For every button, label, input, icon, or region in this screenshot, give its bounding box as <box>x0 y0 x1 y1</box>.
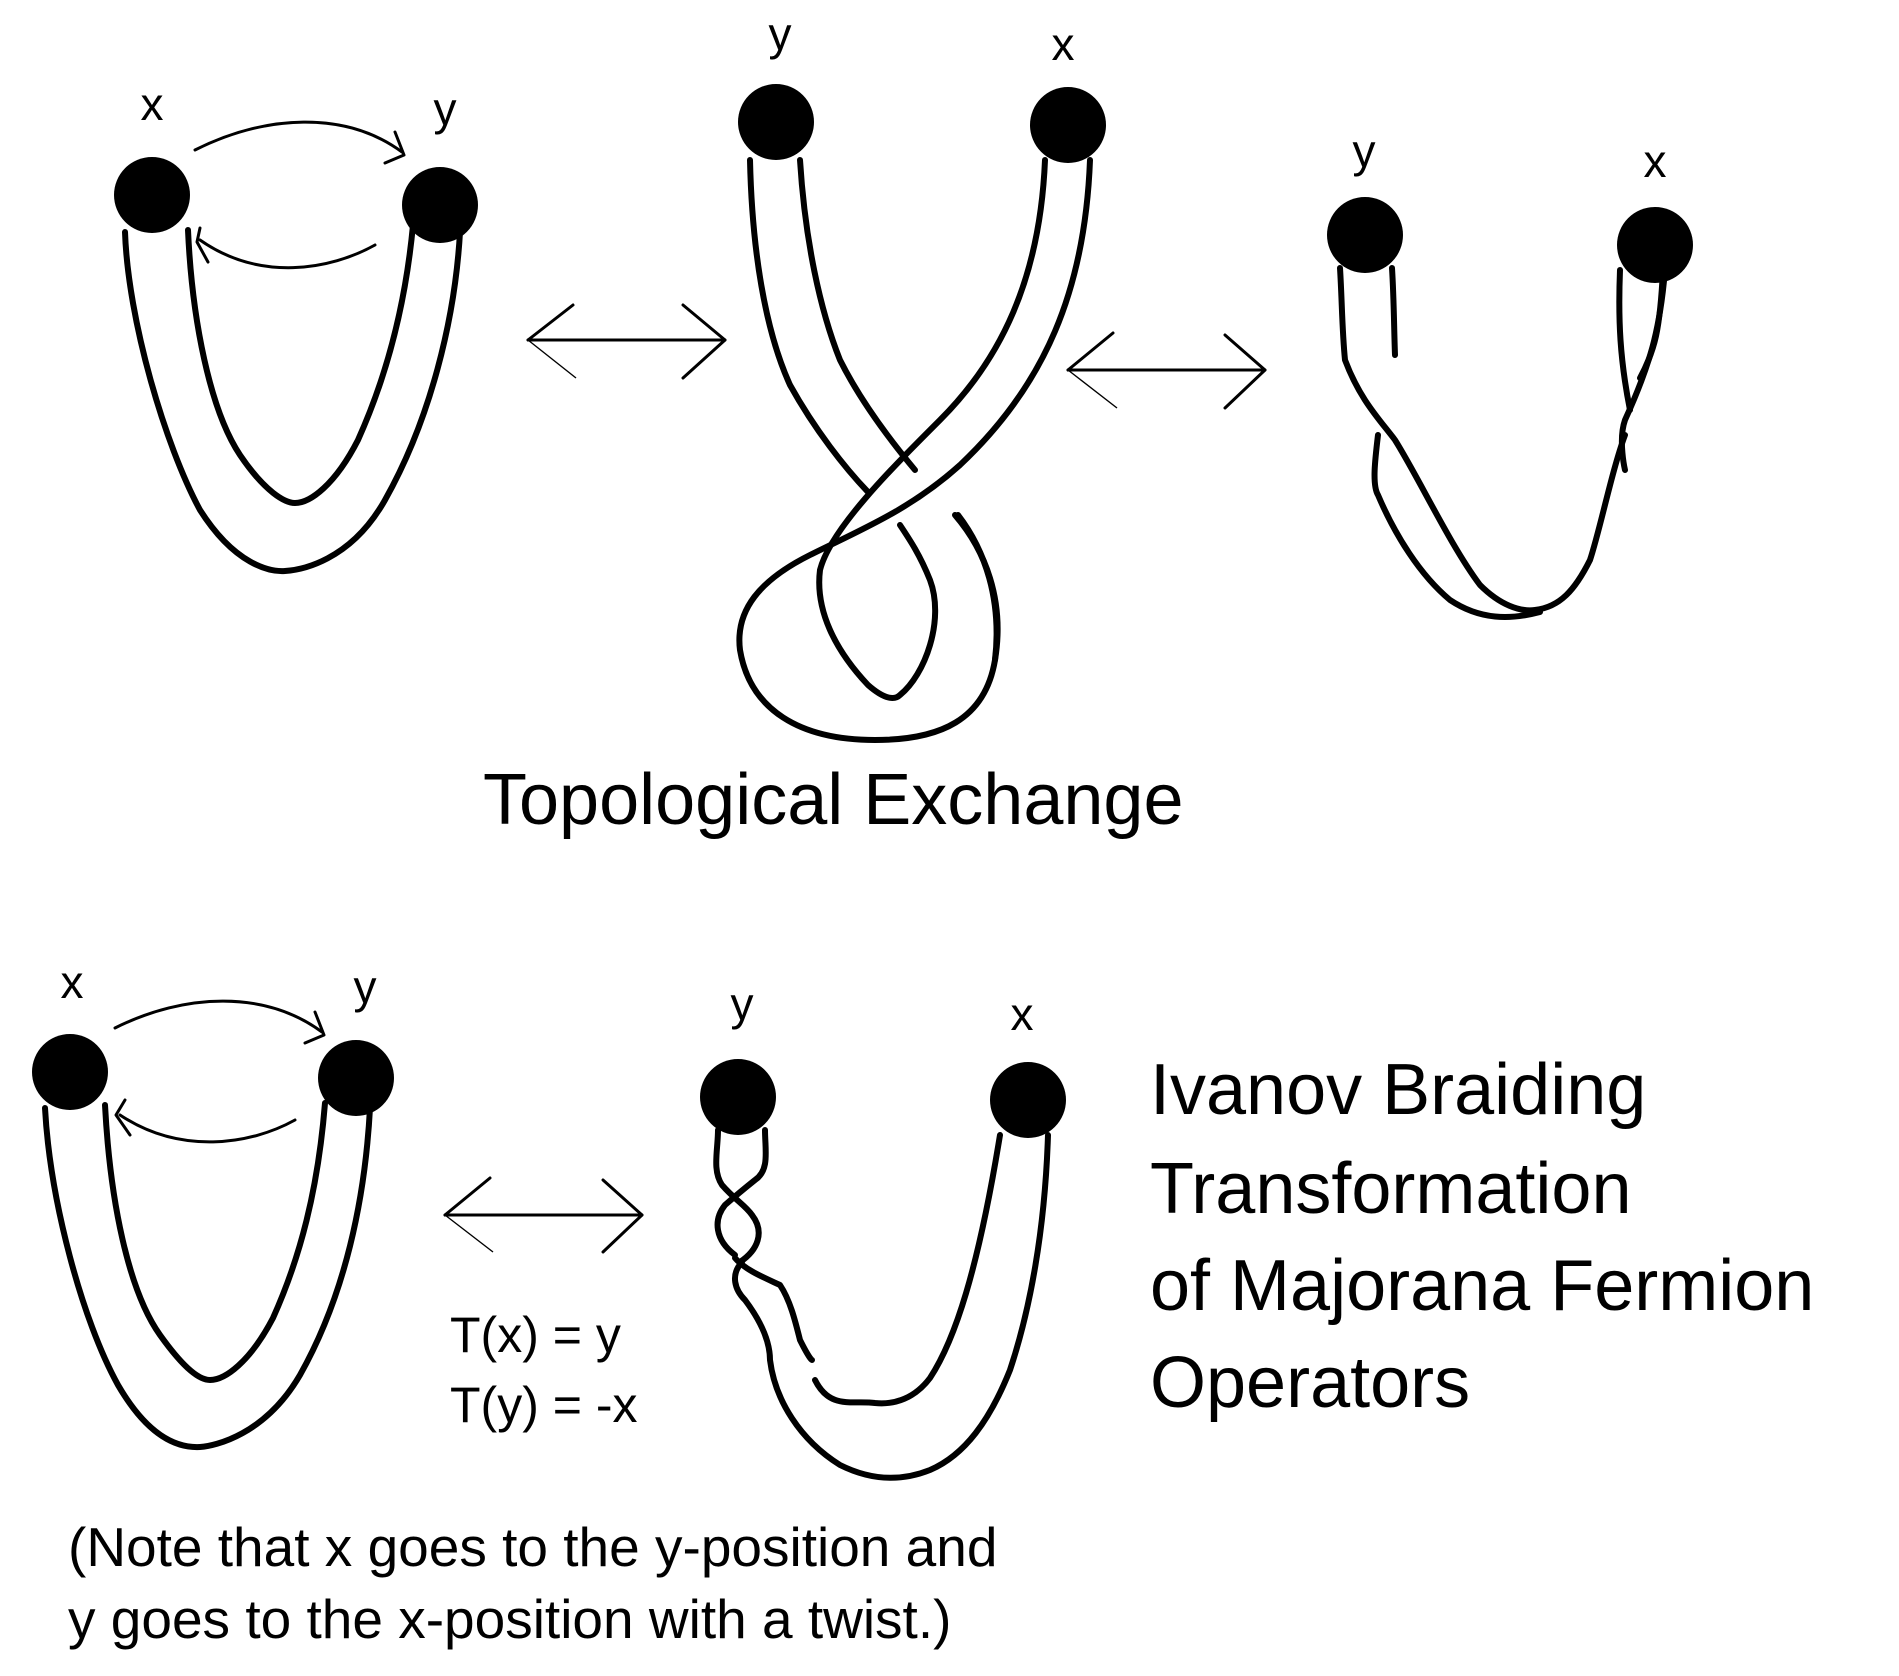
top-double-arrow-2 <box>1066 331 1267 410</box>
top-middle-band <box>736 84 1106 743</box>
bottom-left-arrow-forward-head <box>303 1010 326 1045</box>
bottom-title-line-3: of Majorana Fermion <box>1150 1246 1815 1326</box>
top-middle-label-y: y <box>769 8 792 60</box>
note-line-1: (Note that x goes to the y-position and <box>68 1516 998 1578</box>
bottom-middle-lower-left <box>732 1132 1051 1481</box>
top-right-label-x: x <box>1644 135 1667 187</box>
bottom-left-label-y: y <box>354 961 377 1013</box>
bottom-title-line-1: Ivanov Braiding <box>1150 1050 1647 1130</box>
top-left-arrow-back-head <box>195 226 210 264</box>
bottom-left-band-outer <box>42 1105 373 1451</box>
bottom-left-arrow-forward <box>113 999 324 1034</box>
bottom-left-band <box>32 999 394 1451</box>
bottom-title-line-4: Operators <box>1150 1343 1471 1423</box>
top-left-arrow-back <box>198 238 377 270</box>
top-left-particle-x <box>114 157 190 233</box>
top-left-particle-y <box>402 167 478 243</box>
equation-tx: T(x) = y <box>450 1307 621 1363</box>
top-right-strand-inner-left <box>1389 265 1398 358</box>
bottom-middle-twist-upper-left <box>713 1127 762 1265</box>
bottom-middle-label-x: x <box>1011 988 1034 1040</box>
top-left-arrow-forward <box>193 120 404 154</box>
top-left-band-inner <box>185 222 416 506</box>
top-middle-strand-a-outer <box>747 157 871 495</box>
top-right-strand-right-lower <box>1637 267 1666 381</box>
bottom-middle-lower-inner-2 <box>812 1132 1003 1407</box>
top-middle-loop-underpass <box>955 512 1000 663</box>
bottom-middle-label-y: y <box>731 978 754 1030</box>
top-double-arrow-1 <box>526 303 727 380</box>
bottom-middle-twist-upper-right <box>714 1127 769 1258</box>
equation-ty: T(y) = -x <box>450 1377 638 1433</box>
top-right-particle-x <box>1617 207 1693 283</box>
top-right-particle-y <box>1327 197 1403 273</box>
bottom-left-band-inner <box>102 1100 328 1383</box>
bottom-middle-particle-y <box>700 1059 776 1135</box>
top-middle-particle-x <box>1030 87 1106 163</box>
top-right-strand-outer-left <box>1337 265 1628 614</box>
top-middle-label-x: x <box>1052 18 1075 70</box>
note-line-2: y goes to the x-position with a twist.) <box>68 1588 952 1650</box>
top-left-label-y: y <box>434 83 457 135</box>
top-caption: Topological Exchange <box>483 760 1184 840</box>
bottom-left-label-x: x <box>61 956 84 1008</box>
top-middle-strand-b-inner <box>816 157 1048 701</box>
bottom-left-arrow-back-head <box>114 1098 132 1137</box>
bottom-middle-band <box>700 1059 1066 1481</box>
top-right-strand-lower-left <box>1371 432 1543 620</box>
top-right-strand-right-inner <box>1616 267 1633 413</box>
top-left-band-outer <box>122 229 463 575</box>
bottom-left-particle-y <box>318 1040 394 1116</box>
bottom-middle-lower-inner <box>732 1255 815 1363</box>
top-right-label-y: y <box>1353 125 1376 177</box>
bottom-left-arrow-back <box>118 1113 297 1144</box>
top-right-band <box>1327 197 1693 620</box>
bottom-title-line-2: Transformation <box>1150 1149 1632 1229</box>
top-middle-strand-b-outer <box>736 157 1093 743</box>
top-left-band <box>114 120 478 575</box>
bottom-double-arrow <box>443 1176 644 1254</box>
top-middle-particle-y <box>738 84 814 160</box>
top-left-label-x: x <box>141 78 164 130</box>
top-middle-strand-a-inner <box>797 157 918 473</box>
bottom-left-particle-x <box>32 1034 108 1110</box>
top-left-arrow-forward-head <box>383 130 406 165</box>
bottom-middle-particle-x <box>990 1062 1066 1138</box>
